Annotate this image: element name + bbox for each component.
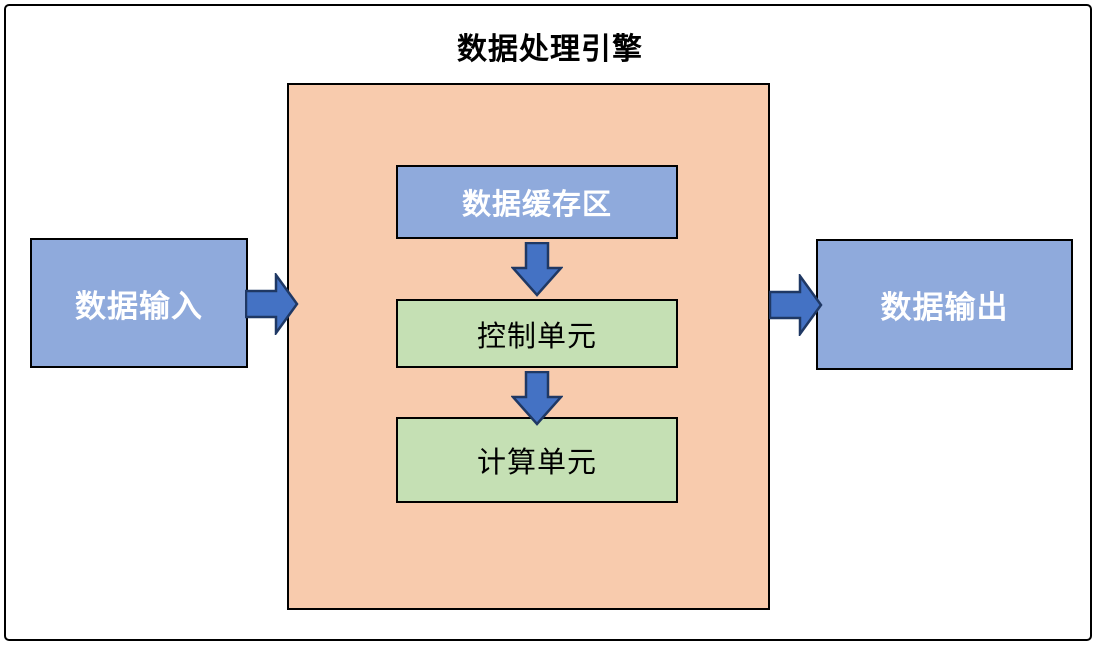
node-data-buffer: 数据缓存区 bbox=[396, 165, 678, 239]
node-compute-unit: 计算单元 bbox=[396, 417, 678, 503]
node-data-input: 数据输入 bbox=[30, 238, 248, 368]
node-data-output: 数据输出 bbox=[816, 239, 1073, 370]
diagram-frame bbox=[4, 4, 1092, 641]
diagram-title: 数据处理引擎 bbox=[457, 33, 643, 66]
arrow-down-icon-control-to-compute bbox=[511, 371, 563, 426]
arrow-down-icon-buffer-to-control bbox=[511, 242, 563, 297]
arrow-right-icon-input-to-engine bbox=[245, 273, 299, 335]
node-control-unit: 控制单元 bbox=[396, 299, 678, 368]
arrow-right-icon-engine-to-output bbox=[769, 274, 823, 336]
